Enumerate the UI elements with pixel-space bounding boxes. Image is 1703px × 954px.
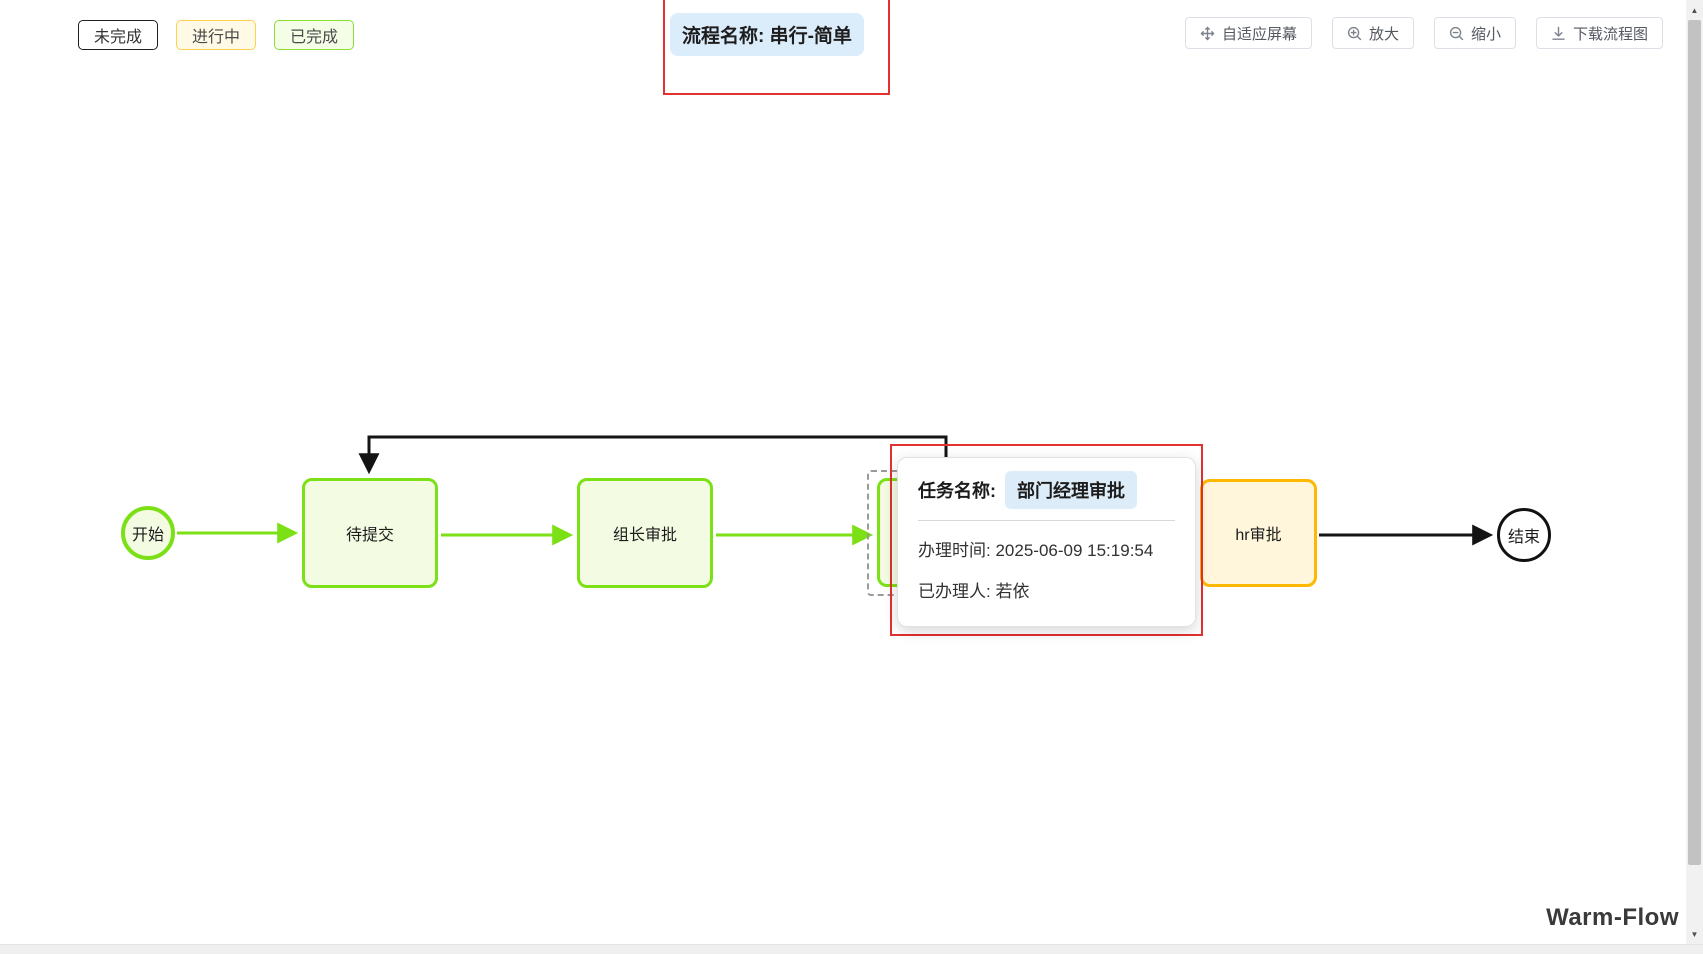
legend-in-progress[interactable]: 进行中 (176, 20, 257, 50)
zoom-out-label: 缩小 (1470, 25, 1501, 43)
download-flowchart-button[interactable]: 下载流程图 (1535, 17, 1663, 49)
task-handler-label: 已办理人: (918, 582, 991, 601)
edge-manager-back-to-pending-submit (358, 435, 948, 478)
tooltip-divider (918, 520, 1175, 521)
flow-node-pending-submit[interactable]: 待提交 (302, 478, 438, 588)
canvas-toolbar: 自适应屏幕 放大 缩小 下载流程图 (1184, 17, 1663, 49)
warm-flow-brand: Warm-Flow (1546, 904, 1679, 931)
task-handler-value: 若依 (995, 582, 1030, 601)
task-time-row: 办理时间: 2025-06-09 15:19:54 (918, 536, 1175, 561)
process-title-highlight-box: 流程名称: 串行-简单 (663, 0, 890, 95)
move-icon (1200, 26, 1215, 41)
legend-completed[interactable]: 已完成 (274, 20, 355, 50)
zoom-out-icon (1449, 26, 1464, 41)
flow-node-hr-approval[interactable]: hr审批 (1200, 479, 1317, 587)
leader-node-label: 组长审批 (612, 527, 677, 544)
zoom-in-button[interactable]: 放大 (1331, 17, 1414, 49)
task-tooltip-highlight-box (890, 444, 1203, 636)
fit-screen-label: 自适应屏幕 (1221, 25, 1297, 43)
legend-pending[interactable]: 未完成 (78, 20, 159, 50)
task-name-value: 部门经理审批 (1005, 471, 1137, 509)
vertical-scrollbar-thumb[interactable] (1688, 20, 1701, 865)
flow-node-end[interactable]: 结束 (1497, 508, 1551, 562)
flow-node-leader-approval[interactable]: 组长审批 (577, 478, 713, 588)
zoom-out-button[interactable]: 缩小 (1433, 17, 1516, 49)
zoom-in-label: 放大 (1368, 25, 1399, 43)
task-handler-row: 已办理人: 若依 (918, 577, 1175, 602)
pending-submit-node-label: 待提交 (345, 527, 394, 544)
status-legend: 未完成 进行中 已完成 (78, 20, 355, 50)
download-flowchart-label: 下载流程图 (1572, 25, 1648, 43)
scrollbar-down-arrow-icon[interactable]: ▼ (1690, 929, 1699, 939)
hr-node-label: hr审批 (1235, 527, 1282, 544)
horizontal-scrollbar[interactable] (0, 944, 1703, 954)
fit-screen-button[interactable]: 自适应屏幕 (1184, 17, 1312, 49)
task-time-value: 2025-06-09 15:19:54 (995, 541, 1154, 560)
scrollbar-up-arrow-icon[interactable]: ▲ (1690, 5, 1699, 15)
zoom-in-icon (1347, 26, 1362, 41)
task-name-label: 任务名称: (918, 481, 996, 501)
process-title: 流程名称: 串行-简单 (670, 13, 864, 56)
end-node-label: 结束 (1507, 529, 1540, 546)
task-time-label: 办理时间: (918, 541, 991, 560)
download-icon (1551, 26, 1566, 41)
flow-node-start[interactable]: 开始 (121, 506, 175, 560)
task-tooltip: 任务名称: 部门经理审批 办理时间: 2025-06-09 15:19:54 已… (897, 457, 1196, 627)
vertical-scrollbar[interactable]: ▲ ▼ (1686, 0, 1703, 944)
start-node-label: 开始 (131, 527, 164, 544)
